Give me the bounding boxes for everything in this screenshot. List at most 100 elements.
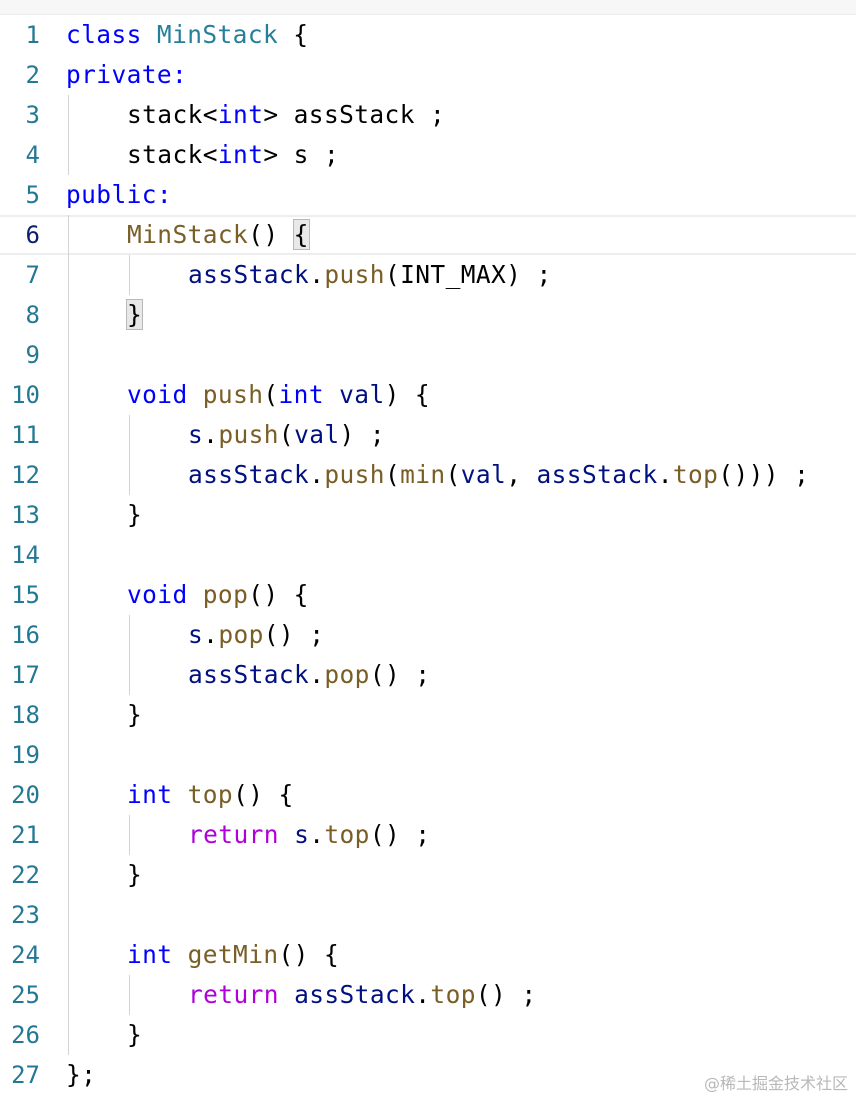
code-text[interactable]: class MinStack {: [66, 15, 308, 55]
line-number: 17: [11, 661, 40, 689]
code-token: int: [217, 100, 264, 129]
code-text[interactable]: int top() {: [127, 775, 294, 815]
line-number: 27: [11, 1061, 40, 1089]
line-number: 10: [11, 381, 40, 409]
code-text[interactable]: private:: [66, 55, 187, 95]
line-number: 22: [11, 861, 40, 889]
line-number: 16: [11, 621, 40, 649]
code-line[interactable]: 9: [0, 335, 856, 375]
code-token: .: [203, 420, 219, 449]
code-token: () ;: [369, 820, 431, 849]
code-text[interactable]: s.push(val) ;: [188, 415, 385, 455]
line-number: 7: [25, 261, 40, 289]
code-token: int: [127, 780, 173, 809]
code-line[interactable]: 10 void push(int val) {: [0, 375, 856, 415]
code-line[interactable]: 25 return assStack.top() ;: [0, 975, 856, 1015]
line-number: 21: [11, 821, 40, 849]
code-line[interactable]: 17 assStack.pop() ;: [0, 655, 856, 695]
code-text[interactable]: stack<int> assStack ;: [127, 95, 445, 135]
code-text[interactable]: }: [127, 695, 142, 735]
line-number: 5: [25, 181, 40, 209]
code-token: [172, 780, 187, 809]
code-token: top: [672, 460, 719, 489]
code-text[interactable]: return s.top() ;: [188, 815, 430, 855]
code-line[interactable]: 4 stack<int> s ;: [0, 135, 856, 175]
code-line[interactable]: 11 s.push(val) ;: [0, 415, 856, 455]
code-text[interactable]: assStack.push(INT_MAX) ;: [188, 255, 552, 295]
indent-guide: [129, 415, 130, 495]
code-token: (INT_MAX) ;: [384, 260, 552, 289]
code-line[interactable]: 7 assStack.push(INT_MAX) ;: [0, 255, 856, 295]
code-line[interactable]: 19: [0, 735, 856, 775]
code-token: void: [127, 580, 188, 609]
code-line[interactable]: 22}: [0, 855, 856, 895]
code-line[interactable]: 16 s.pop() ;: [0, 615, 856, 655]
line-number: 12: [11, 461, 40, 489]
code-line[interactable]: 8}: [0, 295, 856, 335]
code-token: stack<: [127, 100, 218, 129]
line-number: 4: [25, 141, 40, 169]
code-token: s: [188, 620, 204, 649]
code-line[interactable]: 23: [0, 895, 856, 935]
code-text[interactable]: assStack.pop() ;: [188, 655, 430, 695]
code-line[interactable]: 1 class MinStack {: [0, 15, 856, 55]
editor-top-bar: [0, 0, 856, 15]
code-token: assStack: [188, 660, 310, 689]
code-token: MinStack: [156, 20, 279, 49]
code-token: push: [202, 380, 264, 409]
code-token: }: [127, 860, 143, 889]
code-token: .: [309, 260, 325, 289]
line-number: 19: [11, 741, 40, 769]
code-text[interactable]: stack<int> s ;: [127, 135, 339, 175]
code-text[interactable]: void push(int val) {: [127, 375, 430, 415]
code-token: assStack: [188, 460, 310, 489]
indent-guide: [68, 215, 69, 1055]
code-token: .: [415, 980, 431, 1009]
code-line[interactable]: 26}: [0, 1015, 856, 1055]
code-text[interactable]: assStack.push(min(val, assStack.top())) …: [188, 455, 809, 495]
code-text[interactable]: void pop() {: [127, 575, 309, 615]
code-text[interactable]: };: [66, 1055, 96, 1095]
line-number: 2: [25, 61, 40, 89]
code-token: }: [127, 700, 143, 729]
code-line[interactable]: 27};: [0, 1055, 856, 1095]
code-text[interactable]: public:: [66, 175, 172, 215]
code-text[interactable]: }: [127, 855, 142, 895]
code-line[interactable]: 14: [0, 535, 856, 575]
code-line[interactable]: 21 return s.top() ;: [0, 815, 856, 855]
code-token: [172, 940, 187, 969]
code-token: {: [278, 20, 309, 49]
line-number: 8: [25, 301, 40, 329]
code-text[interactable]: }: [127, 1015, 142, 1055]
code-token: [279, 820, 294, 849]
code-token: .: [309, 460, 325, 489]
code-text[interactable]: MinStack() {: [127, 215, 310, 255]
code-token: ,: [506, 460, 537, 489]
code-text[interactable]: return assStack.top() ;: [188, 975, 536, 1015]
code-token: int: [217, 140, 264, 169]
code-text[interactable]: s.pop() ;: [188, 615, 324, 655]
line-number: 1: [25, 21, 40, 49]
line-number: 14: [11, 541, 40, 569]
code-text[interactable]: }: [127, 495, 142, 535]
line-number: 11: [11, 421, 40, 449]
code-line[interactable]: 5 public:: [0, 175, 856, 215]
code-token: push: [218, 420, 279, 449]
code-token: assStack: [188, 260, 310, 289]
code-line[interactable]: 18}: [0, 695, 856, 735]
code-line[interactable]: 13}: [0, 495, 856, 535]
line-number: 25: [11, 981, 40, 1009]
code-token: val: [294, 420, 340, 449]
code-line[interactable]: 2 private:: [0, 55, 856, 95]
code-token: private:: [66, 60, 188, 89]
code-text[interactable]: }: [125, 295, 144, 335]
code-text[interactable]: int getMin() {: [127, 935, 339, 975]
code-token: > assStack ;: [263, 100, 446, 129]
